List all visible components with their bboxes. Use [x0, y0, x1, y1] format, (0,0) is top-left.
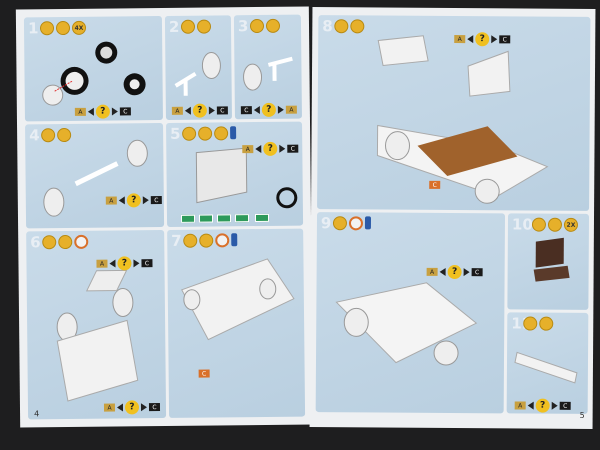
- sprue-a-flag: A: [74, 107, 86, 116]
- decal-marker: [216, 214, 232, 223]
- axle-diagram: [43, 139, 148, 217]
- left-page: 1 4X A?C 2 A?C 3 C?A 4 A?C 5 A?C 6 A?C A…: [15, 6, 314, 428]
- right-page: 8 A?C C 9 A?C 10 2X 11 A?C 5: [309, 7, 596, 429]
- sprue-a-flag: A: [285, 105, 297, 114]
- question-icon: ?: [261, 102, 276, 117]
- axle-diagram: [243, 56, 293, 91]
- step-2-panel: 2 A?C: [164, 15, 232, 120]
- question-icon: ?: [126, 193, 141, 208]
- decal-marker: [180, 214, 196, 223]
- sprue-c-flag: C: [471, 268, 483, 277]
- wheel-diagram: [42, 41, 146, 106]
- step-11-panel: 11 A?C: [506, 312, 589, 414]
- question-icon: ?: [192, 103, 207, 118]
- page-number: 4: [34, 409, 40, 419]
- decal-marker: [198, 214, 214, 223]
- sprue-c-flag: C: [216, 106, 228, 115]
- decal-marker: [234, 214, 250, 223]
- sprue-a-flag: A: [426, 267, 438, 276]
- sprue-a-flag: A: [171, 106, 183, 115]
- sprue-a-flag: A: [105, 196, 117, 205]
- sprue-c-flag: C: [141, 259, 153, 268]
- sprue-a-flag: A: [103, 403, 116, 412]
- step-4-panel: 4 A?C: [25, 123, 165, 229]
- step-3-panel: 3 C?A: [233, 14, 302, 120]
- sprue-a-flag: A: [96, 259, 108, 268]
- sprue-a-flag: A: [454, 35, 466, 44]
- step-7-panel: 7 C: [167, 228, 306, 418]
- sprue-c-flag: C: [240, 106, 252, 115]
- sprue-a-flag: A: [242, 145, 254, 154]
- question-icon: ?: [475, 32, 490, 47]
- sprue-c-flag: C: [287, 144, 299, 153]
- step-8-panel: 8 A?C C: [317, 15, 591, 211]
- step-10-panel: 10 2X: [507, 213, 590, 310]
- question-icon: ?: [447, 264, 462, 280]
- sprue-c-flag: C: [119, 107, 131, 116]
- chassis-diagram: [56, 269, 139, 402]
- sprue-c-flag: C: [429, 180, 441, 189]
- seat-diagram: [533, 237, 570, 282]
- sprue-c-flag: C: [198, 369, 210, 378]
- car-body-diagram: [335, 282, 478, 366]
- step-6-panel: 6 A?C A?C: [26, 230, 167, 420]
- sprue-c-flag: C: [499, 35, 511, 44]
- underbody-diagram: [181, 258, 295, 341]
- step-9-panel: 9 A?C: [315, 212, 506, 414]
- question-icon: ?: [124, 400, 140, 415]
- question-icon: ?: [535, 398, 550, 413]
- question-icon: ?: [95, 104, 110, 119]
- step-5-panel: 5 A?C: [166, 121, 304, 227]
- sprue-c-flag: C: [150, 196, 162, 205]
- sprue-c-flag: C: [559, 401, 571, 410]
- question-icon: ?: [117, 256, 132, 271]
- sprue-a-flag: A: [514, 401, 526, 410]
- axle-diagram: [174, 52, 221, 96]
- sprue-c-flag: C: [148, 403, 161, 412]
- body-assembly-diagram: [376, 35, 549, 204]
- running-board-diagram: [514, 351, 578, 384]
- step-1-panel: 1 4X A?C: [23, 16, 163, 122]
- question-icon: ?: [263, 141, 278, 156]
- dashboard-diagram: [195, 147, 298, 209]
- page-number: 5: [579, 410, 585, 420]
- decal-marker: [254, 213, 270, 223]
